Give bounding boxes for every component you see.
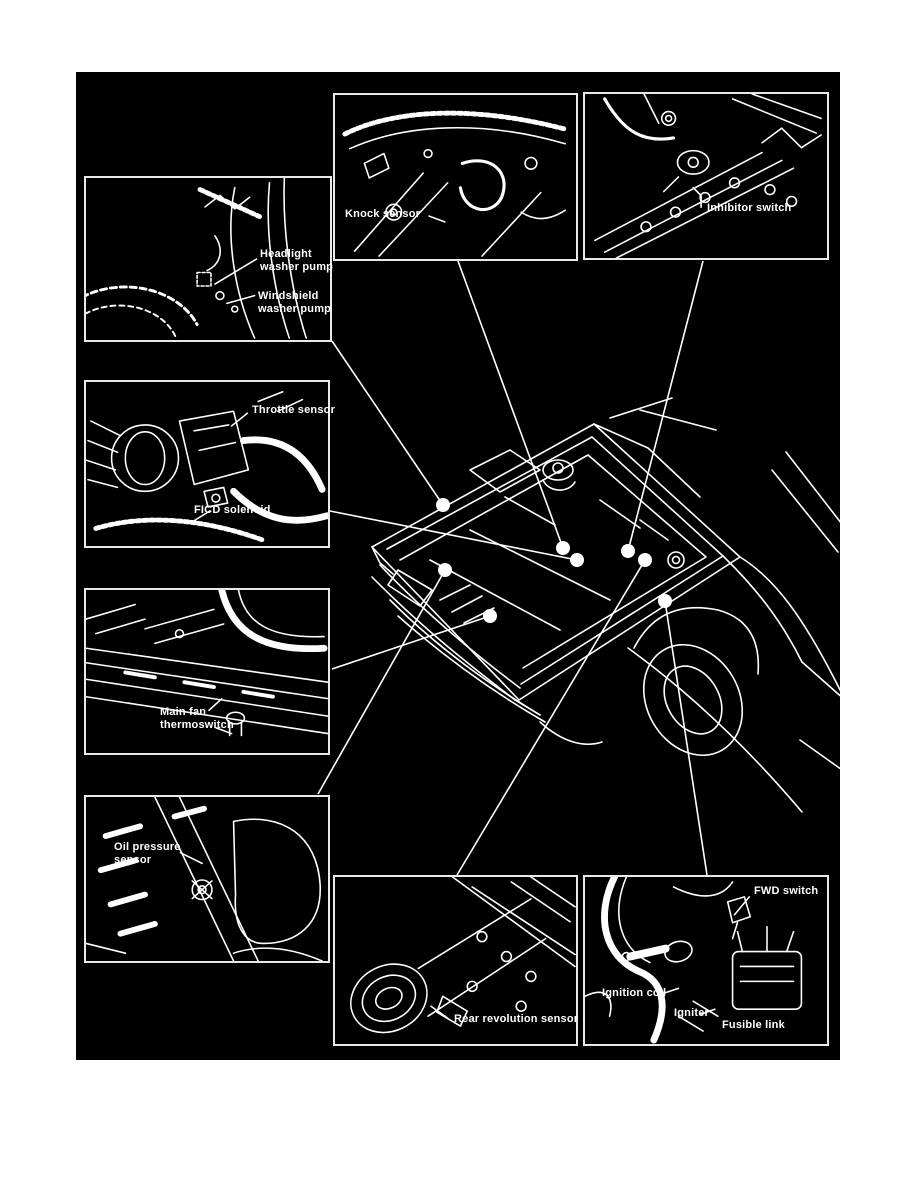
callout-lines [317, 260, 708, 876]
inhibitor-label-leader [692, 186, 702, 209]
mainfan-label-leaders [208, 697, 233, 735]
knock-sensor-art [342, 110, 568, 257]
label-line: washer pump [260, 261, 334, 273]
ignition-label-leaders [662, 896, 751, 1015]
throttle-ficd-art [86, 390, 328, 543]
label-igniter: Igniter [674, 1007, 710, 1019]
label-ficd-solenoid: FICD solenoid [194, 504, 271, 516]
callout-line-knock-sensor [457, 260, 564, 549]
throttle-label-leaders [193, 412, 249, 522]
washer-label-leaders [214, 258, 258, 305]
oil-label-leader [179, 851, 203, 865]
callout-dot-main-fan-thermoswitch [483, 609, 497, 623]
car-outline [371, 397, 846, 813]
label-line: Oil pressure [114, 841, 181, 853]
callout-dot-washer-pumps [436, 498, 450, 512]
oil-pressure-art [86, 797, 323, 961]
callout-line-inhibitor-switch [627, 260, 704, 552]
callout-line-rear-revolution-sensor [456, 559, 646, 876]
callout-dot-ficd-solenoid [570, 553, 584, 567]
rearrev-label-leader [430, 1005, 449, 1019]
ignition-art [585, 877, 803, 1044]
callout-dot-oil-pressure-sensor [438, 563, 452, 577]
inset-rear-revolution-sensor: Rear revolution sensor [333, 875, 578, 1046]
inhibitor-switch-art [594, 94, 822, 258]
rear-revolution-art [350, 877, 576, 1034]
callout-line-oil-pressure-sensor [317, 569, 446, 795]
main-fan-art [86, 590, 328, 737]
knock-label-leader [428, 215, 446, 223]
label-rear-revolution-sensor: Rear revolution sensor [454, 1013, 579, 1025]
inset-ignition-components: FWD switch Ignition coil Igniter Fusible… [583, 875, 829, 1046]
callout-dots [436, 498, 672, 623]
label-knock-sensor: Knock sensor [345, 208, 421, 220]
label-line: Main fan [160, 706, 207, 718]
callout-line-washer-pumps [331, 340, 444, 506]
label-line: Windshield [258, 290, 319, 302]
label-fusible-link: Fusible link [722, 1019, 785, 1031]
callout-dot-knock-sensor [556, 541, 570, 555]
callout-dot-rear-revolution-sensor [638, 553, 652, 567]
label-line: Headlight [260, 248, 312, 260]
label-fwd-switch: FWD switch [754, 885, 819, 897]
callout-dot-inhibitor-switch [621, 544, 635, 558]
callout-line-ficd-solenoid [329, 510, 578, 561]
callout-line-main-fan-thermoswitch [331, 615, 491, 670]
callout-line-ignition-components [664, 600, 708, 876]
label-line: washer pump [258, 303, 332, 315]
inset-inhibitor-switch: Inhibitor switch [583, 92, 829, 260]
label-inhibitor-switch: Inhibitor switch [707, 202, 792, 214]
inset-throttle-ficd: Throttle sensor FICD solenoid [84, 380, 335, 548]
label-ignition-coil: Ignition coil [602, 987, 667, 999]
inset-knock-sensor: Knock sensor [333, 93, 578, 261]
washer-pumps-art [86, 178, 307, 339]
callout-dot-ignition-components [658, 594, 672, 608]
label-line: thermoswitch [160, 719, 234, 731]
label-line: sensor [114, 854, 152, 866]
label-throttle-sensor: Throttle sensor [252, 404, 336, 416]
